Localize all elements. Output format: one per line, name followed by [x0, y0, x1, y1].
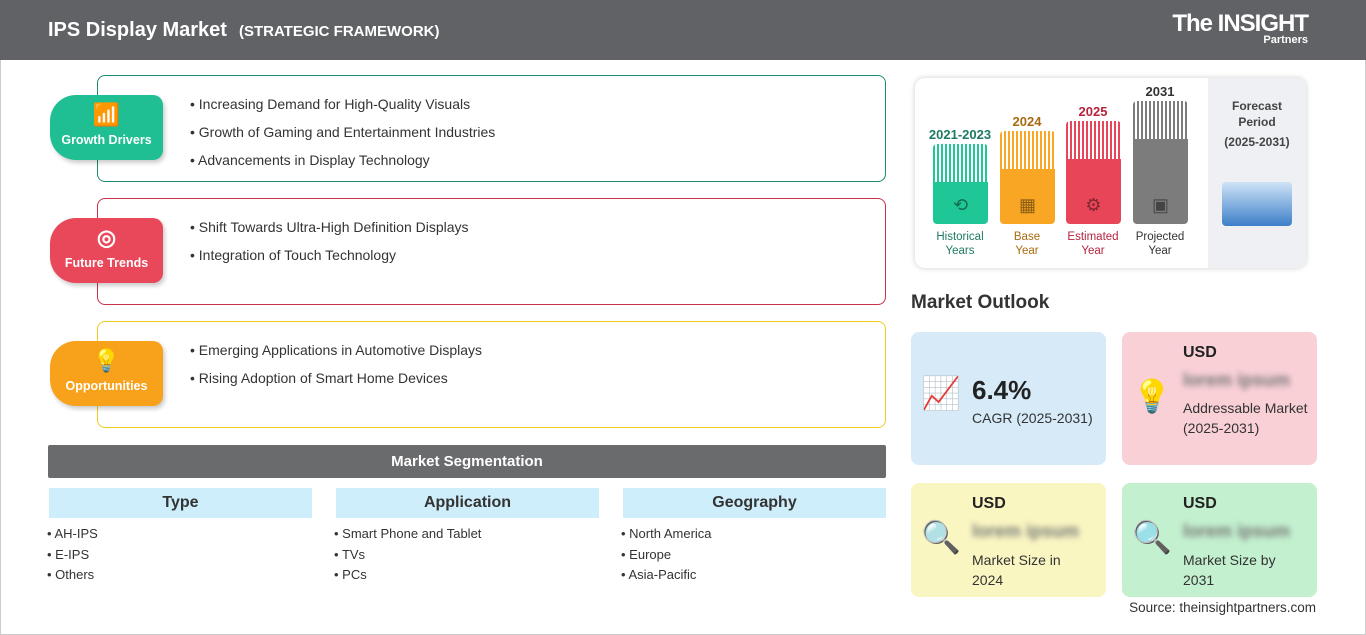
lightbulb-hand-icon: 💡: [92, 348, 121, 373]
list-item: Emerging Applications in Automotive Disp…: [190, 336, 885, 364]
settings-chart-icon: ⚙: [1085, 195, 1102, 215]
list-item: PCs: [334, 565, 599, 586]
target-icon: ◎: [96, 225, 117, 250]
list-item: Others: [47, 565, 312, 586]
presentation-icon: ▣: [1151, 195, 1169, 215]
magnifier-chart-icon: 🔍: [1132, 519, 1172, 555]
year-label: 2021-2023: [928, 127, 992, 142]
page-subtitle: (STRATEGIC FRAMEWORK): [238, 23, 440, 40]
growth-chart-icon: 📶: [92, 102, 121, 127]
insight-partners-logo: The INSIGHT Partners: [1172, 10, 1309, 46]
list-item: Rising Adoption of Smart Home Devices: [190, 364, 885, 392]
segment-geography: Geography North AmericaEuropeAsia-Pacifi…: [623, 488, 886, 586]
segment-type: Type AH-IPSE-IPSOthers: [49, 488, 312, 586]
list-item: TVs: [334, 545, 599, 566]
historical-bar: ⟲: [933, 144, 988, 224]
year-label: 2025: [1078, 104, 1108, 119]
cagr-card: 📈 6.4% CAGR (2025-2031): [911, 332, 1106, 465]
page-title: IPS Display Market: [48, 18, 227, 41]
list-item: Asia-Pacific: [621, 565, 886, 586]
base-bar: ▦: [1000, 131, 1055, 224]
segment-application: Application Smart Phone and TabletTVsPCs: [336, 488, 599, 586]
year-label: 2024: [1012, 114, 1042, 129]
list-item: Europe: [621, 545, 886, 566]
growth-drivers-box: Increasing Demand for High-Quality Visua…: [97, 75, 886, 182]
market-outlook-title: Market Outlook: [911, 292, 1050, 313]
lightbulb-dollar-icon: 💡: [1132, 378, 1172, 414]
market-size-2024-card: 🔍 USD lorem ipsum Market Size in 2024: [911, 483, 1106, 597]
estimated-bar: ⚙: [1066, 121, 1121, 224]
source-link[interactable]: Source: theinsightpartners.com: [1129, 600, 1316, 615]
analytics-illustration-icon: [1222, 182, 1292, 226]
future-trends-box: Shift Towards Ultra-High Definition Disp…: [97, 198, 886, 305]
market-size-2031-card: 🔍 USD lorem ipsum Market Size by 2031: [1122, 483, 1317, 597]
opportunities-box: Emerging Applications in Automotive Disp…: [97, 321, 886, 428]
addressable-market-card: 💡 USD lorem ipsum Addressable Market (20…: [1122, 332, 1317, 465]
projected-bar: ▣: [1133, 101, 1188, 224]
year-label: 2031: [1145, 84, 1175, 99]
opportunities-label: 💡Opportunities: [50, 341, 163, 406]
growth-drivers-label: 📶Growth Drivers: [50, 95, 163, 160]
list-item: North America: [621, 524, 886, 545]
history-clock-icon: ⟲: [952, 195, 969, 215]
header-bar: IPS Display Market (STRATEGIC FRAMEWORK)…: [0, 0, 1366, 60]
list-item: Smart Phone and Tablet: [334, 524, 599, 545]
list-item: Increasing Demand for High-Quality Visua…: [190, 90, 885, 118]
future-trends-label: ◎Future Trends: [50, 218, 163, 283]
segmentation-title: Market Segmentation: [48, 445, 886, 478]
list-item: Advancements in Display Technology: [190, 146, 885, 174]
calendar-icon: ▦: [1018, 195, 1036, 215]
list-item: AH-IPS: [47, 524, 312, 545]
list-item: E-IPS: [47, 545, 312, 566]
list-item: Growth of Gaming and Entertainment Indus…: [190, 118, 885, 146]
list-item: Shift Towards Ultra-High Definition Disp…: [190, 213, 885, 241]
magnifier-chart-icon: 🔍: [921, 519, 961, 555]
growth-chart-icon: 📈: [921, 375, 961, 411]
list-item: Integration of Touch Technology: [190, 241, 885, 269]
